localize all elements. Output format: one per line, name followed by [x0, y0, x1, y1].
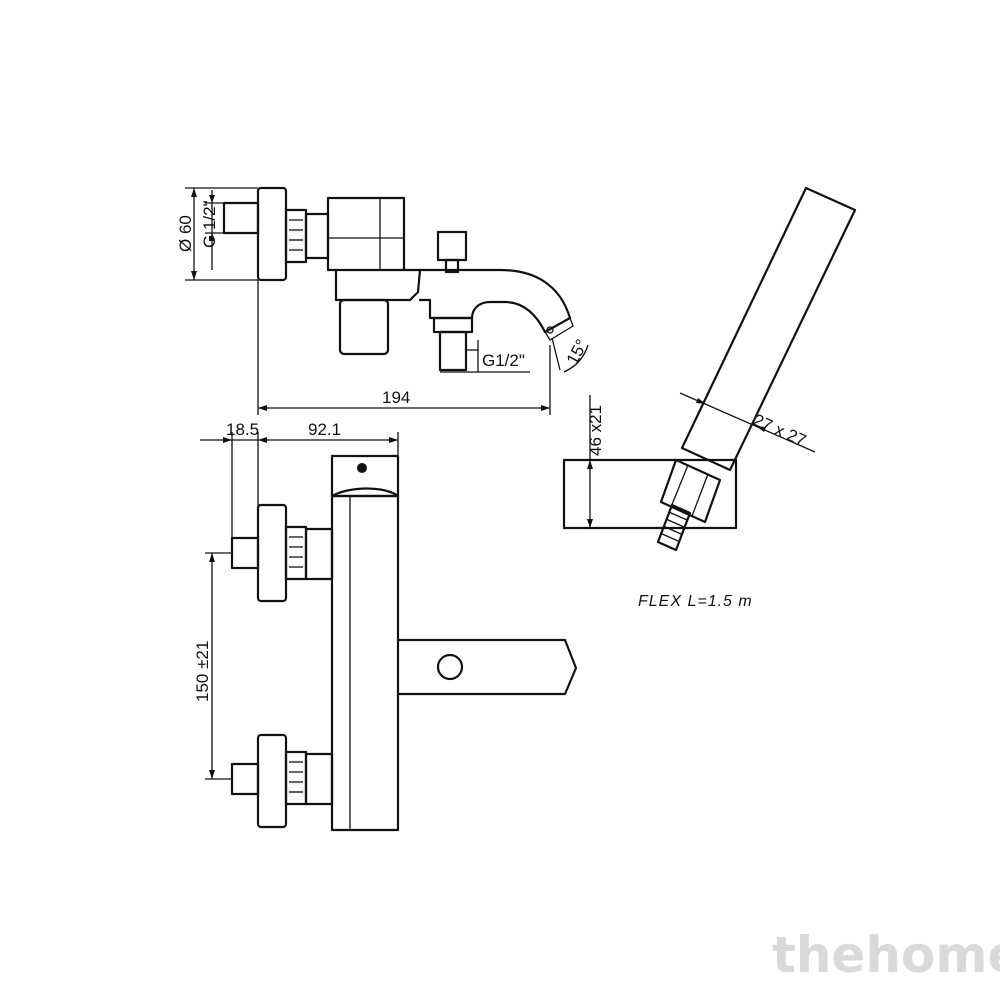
- lever-pivot: [436, 653, 464, 681]
- diameter-label: Ø 60: [176, 215, 195, 252]
- wall-flange: [256, 186, 288, 282]
- lever-handle-side: [338, 298, 390, 356]
- shower-connector: [659, 458, 722, 524]
- upper-wall-flange: [256, 503, 288, 603]
- outlet-fitting: [432, 316, 474, 334]
- outlet-nipple: [438, 330, 468, 372]
- connector-sleeve: [304, 212, 330, 260]
- handle-section-label: 27 x 27: [750, 410, 809, 450]
- total-depth-label: 194: [382, 388, 410, 407]
- shower-holder: [562, 458, 738, 530]
- hose-connector: [656, 503, 692, 552]
- mixer-side-view: Ø 60 G 1/2" G1/2" 15° 194: [176, 186, 592, 415]
- lever-handle: [396, 638, 578, 696]
- hand-shower-body: [680, 186, 857, 472]
- lower-connector-sleeve: [304, 752, 334, 806]
- mixer-column: [330, 494, 400, 832]
- upper-connector-nut: [284, 525, 308, 581]
- diverter-knob: [436, 230, 468, 262]
- watermark-logo: thehome: [772, 926, 1000, 984]
- cap-indicator: [357, 463, 367, 473]
- inlet-thread-label: G 1/2": [200, 200, 219, 248]
- lower-inlet-nipple: [230, 762, 260, 796]
- upper-inlet-nipple: [230, 536, 260, 570]
- upper-connector-sleeve: [304, 527, 334, 581]
- bath-spout: [402, 268, 572, 334]
- lower-connector-nut: [284, 750, 308, 806]
- center-distance-label: 150 ±21: [193, 641, 212, 702]
- inlet-nipple: [222, 201, 260, 235]
- wall-offset-label: 18.5: [226, 420, 259, 439]
- outlet-thread-label: G1/2": [482, 351, 525, 370]
- mixer-body: [326, 196, 406, 272]
- angle-label: 15°: [563, 336, 592, 368]
- body-depth-label: 92.1: [308, 420, 341, 439]
- hose-length-note: FLEX L=1.5 m: [638, 593, 753, 610]
- hand-shower-assembly: 46 x21 27 x 27 FLEX L=1.5 m: [562, 186, 857, 610]
- mixer-front-view: 18.5 92.1 150 ±21: [193, 420, 578, 832]
- connector-nut: [284, 208, 308, 264]
- lower-wall-flange: [256, 733, 288, 829]
- spout-tip: [544, 317, 574, 341]
- holder-height-label: 46 x21: [586, 405, 605, 456]
- mixer-base: [334, 268, 422, 302]
- angle-arc: [563, 344, 589, 373]
